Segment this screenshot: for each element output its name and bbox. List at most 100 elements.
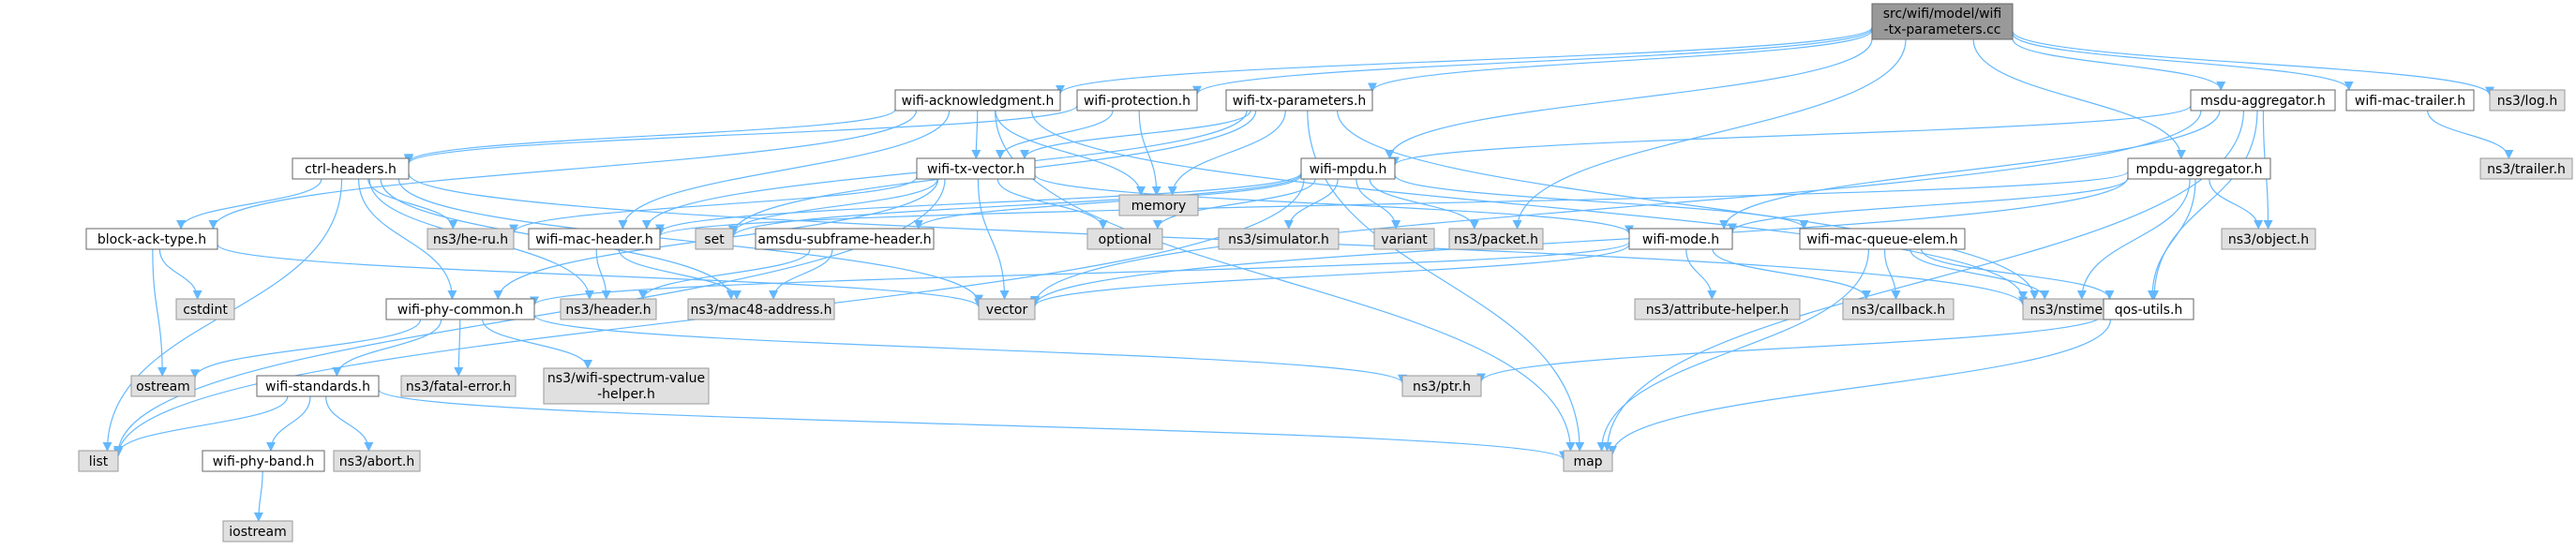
node-msdu-aggregator[interactable]: msdu-aggregator.h <box>2190 89 2336 111</box>
node-wifi-mac-header[interactable]: wifi-mac-header.h <box>528 228 661 250</box>
node-label-ns3-mac48-address: ns3/mac48-address.h <box>691 303 832 318</box>
node-box-wifi-standards <box>256 375 380 397</box>
node-box-ns3-mac48-address <box>687 298 835 320</box>
dependency-edges <box>102 26 2514 522</box>
node-box-ns3-ptr <box>1401 375 1482 397</box>
node-ns3-log: ns3/log.h <box>2489 89 2566 111</box>
node-label-cstdint: cstdint <box>183 303 228 318</box>
edge-root-to-wifi_mpdu <box>1385 38 1873 159</box>
node-box-iostream <box>222 520 293 543</box>
node-wifi-protection[interactable]: wifi-protection.h <box>1076 89 1198 111</box>
node-box-list <box>78 450 119 472</box>
node-box-ns3-wifi-spectrum-value-helper <box>543 367 710 405</box>
node-box-ns3-callback <box>1842 298 1954 320</box>
node-wifi-mpdu[interactable]: wifi-mpdu.h <box>1300 157 1396 180</box>
edge-msdu_aggregator-to-vector <box>1030 110 2202 306</box>
node-ctrl-headers[interactable]: ctrl-headers.h <box>292 157 410 180</box>
edge-root-to-ns3_log <box>2012 30 2494 97</box>
node-box-msdu-aggregator <box>2190 89 2336 111</box>
edge-wifi_phy_band-to-iostream <box>253 470 263 522</box>
edge-wifi_mpdu-to-ns3_simulator <box>1283 178 1339 230</box>
node-wifi-phy-common[interactable]: wifi-phy-common.h <box>385 298 535 320</box>
node-optional: optional <box>1086 228 1163 250</box>
node-mpdu-aggregator[interactable]: mpdu-aggregator.h <box>2127 157 2271 180</box>
node-list: list <box>78 450 119 472</box>
node-wifi-mac-trailer[interactable]: wifi-mac-trailer.h <box>2345 89 2475 111</box>
node-ns3-trailer: ns3/trailer.h <box>2479 157 2573 180</box>
node-label-wifi-mac-queue-elem: wifi-mac-queue-elem.h <box>1806 232 1957 247</box>
node-label-ostream: ostream <box>136 379 190 394</box>
node-label-wifi-mpdu: wifi-mpdu.h <box>1310 162 1387 177</box>
node-set: set <box>695 228 734 250</box>
edge-wifi_mac_queue_elem-to-ns3_nstime <box>1910 248 2050 300</box>
node-box-set <box>695 228 734 250</box>
node-wifi-mac-queue-elem[interactable]: wifi-mac-queue-elem.h <box>1799 228 1966 250</box>
node-wifi-standards[interactable]: wifi-standards.h <box>256 375 380 397</box>
edge-wifi_mac_trailer-to-ns3_trailer <box>2427 110 2514 159</box>
node-box-wifi-mac-trailer <box>2345 89 2475 111</box>
node-wifi-tx-vector[interactable]: wifi-tx-vector.h <box>916 157 1036 180</box>
edge-wifi_mpdu-to-amsdu_subframe_header <box>913 174 1302 230</box>
edge-wifi_mode-to-vector <box>1030 244 1630 307</box>
node-label-msdu-aggregator: msdu-aggregator.h <box>2200 94 2325 109</box>
node-box-variant <box>1373 228 1435 250</box>
node-box-ns3-simulator <box>1218 228 1340 250</box>
edge-wifi_protection-to-wifi_tx_vector <box>995 110 1114 159</box>
node-vector: vector <box>978 298 1036 320</box>
node-box-ns3-trailer <box>2479 157 2573 180</box>
node-root[interactable]: src/wifi/model/wifi-tx-parameters.cc <box>1871 3 2014 40</box>
node-box-wifi-tx-parameters <box>1225 89 1373 111</box>
node-ns3-wifi-spectrum-value-helper: ns3/wifi-spectrum-value-helper.h <box>543 367 710 405</box>
node-wifi-acknowledgment[interactable]: wifi-acknowledgment.h <box>894 89 1061 111</box>
edge-block_ack_type-to-vector <box>217 244 983 308</box>
edge-root-to-mpdu_aggregator <box>1972 38 2186 159</box>
edge-mpdu_aggregator-to-qos_utils <box>2147 178 2196 300</box>
node-amsdu-subframe-header[interactable]: amsdu-subframe-header.h <box>755 228 935 250</box>
edge-wifi_acknowledgment-to-ns3_nstime <box>1031 110 2028 301</box>
node-label-ctrl-headers: ctrl-headers.h <box>305 162 397 177</box>
node-box-amsdu-subframe-header <box>755 228 935 250</box>
node-wifi-tx-parameters[interactable]: wifi-tx-parameters.h <box>1225 89 1373 111</box>
node-label-ns3-simulator: ns3/simulator.h <box>1228 232 1329 247</box>
node-label-ns3-header: ns3/header.h <box>565 303 651 318</box>
node-label-variant: variant <box>1381 232 1428 247</box>
node-variant: variant <box>1373 228 1435 250</box>
edge-mpdu_aggregator-to-ns3_object <box>2209 178 2264 230</box>
node-ns3-nstime: ns3/nstime.h <box>2022 298 2123 320</box>
node-wifi-mode[interactable]: wifi-mode.h <box>1628 228 1733 250</box>
node-wifi-phy-band[interactable]: wifi-phy-band.h <box>202 450 325 472</box>
node-label-ns3-wifi-spectrum-value-helper: ns3/wifi-spectrum-value <box>547 371 705 386</box>
edge-mpdu_aggregator-to-wifi_mac_header <box>655 171 2129 237</box>
node-label-ns3-fatal-error: ns3/fatal-error.h <box>406 379 511 394</box>
node-ns3-abort: ns3/abort.h <box>333 450 421 472</box>
node-box-optional <box>1086 228 1163 250</box>
node-qos-utils[interactable]: qos-utils.h <box>2103 298 2194 320</box>
node-ns3-attribute-helper: ns3/attribute-helper.h <box>1634 298 1801 320</box>
node-map: map <box>1563 450 1613 472</box>
edge-wifi_tx_parameters-to-ns3_nstime <box>1337 110 2040 300</box>
edge-wifi_acknowledgment-to-block_ack_type <box>208 110 918 230</box>
node-label-wifi-mac-header: wifi-mac-header.h <box>535 232 653 247</box>
node-label-ns3-object: ns3/object.h <box>2228 232 2309 247</box>
node-block-ack-type[interactable]: block-ack-type.h <box>85 228 218 250</box>
node-label-ns3-wifi-spectrum-value-helper: -helper.h <box>597 387 655 402</box>
node-label-wifi-standards: wifi-standards.h <box>265 379 370 394</box>
node-box-memory <box>1118 194 1199 216</box>
node-iostream: iostream <box>222 520 293 543</box>
edge-ctrl_headers-to-wifi_phy_common <box>357 178 457 300</box>
node-box-ns3-object <box>2221 228 2316 250</box>
edge-wifi_mac_queue_elem-to-qos_utils <box>1921 248 2115 300</box>
edge-wifi_tx_vector-to-ns3_he_ru <box>509 176 918 234</box>
node-box-ns3-log <box>2489 89 2566 111</box>
node-box-wifi-phy-common <box>385 298 535 320</box>
edge-ctrl_headers-to-ns3_he_ru <box>367 178 458 230</box>
edge-wifi_mode-to-ns3_callback <box>1712 248 1871 300</box>
node-box-root <box>1871 3 2014 40</box>
edge-msdu_aggregator-to-wifi_mpdu <box>1390 105 2192 167</box>
node-box-wifi-protection <box>1076 89 1198 111</box>
node-label-ns3-nstime: ns3/nstime.h <box>2030 303 2116 318</box>
node-box-wifi-mac-queue-elem <box>1799 228 1966 250</box>
edge-root-to-wifi_mac_trailer <box>2012 33 2354 91</box>
node-ns3-he-ru: ns3/he-ru.h <box>427 228 515 250</box>
node-box-map <box>1563 450 1613 472</box>
